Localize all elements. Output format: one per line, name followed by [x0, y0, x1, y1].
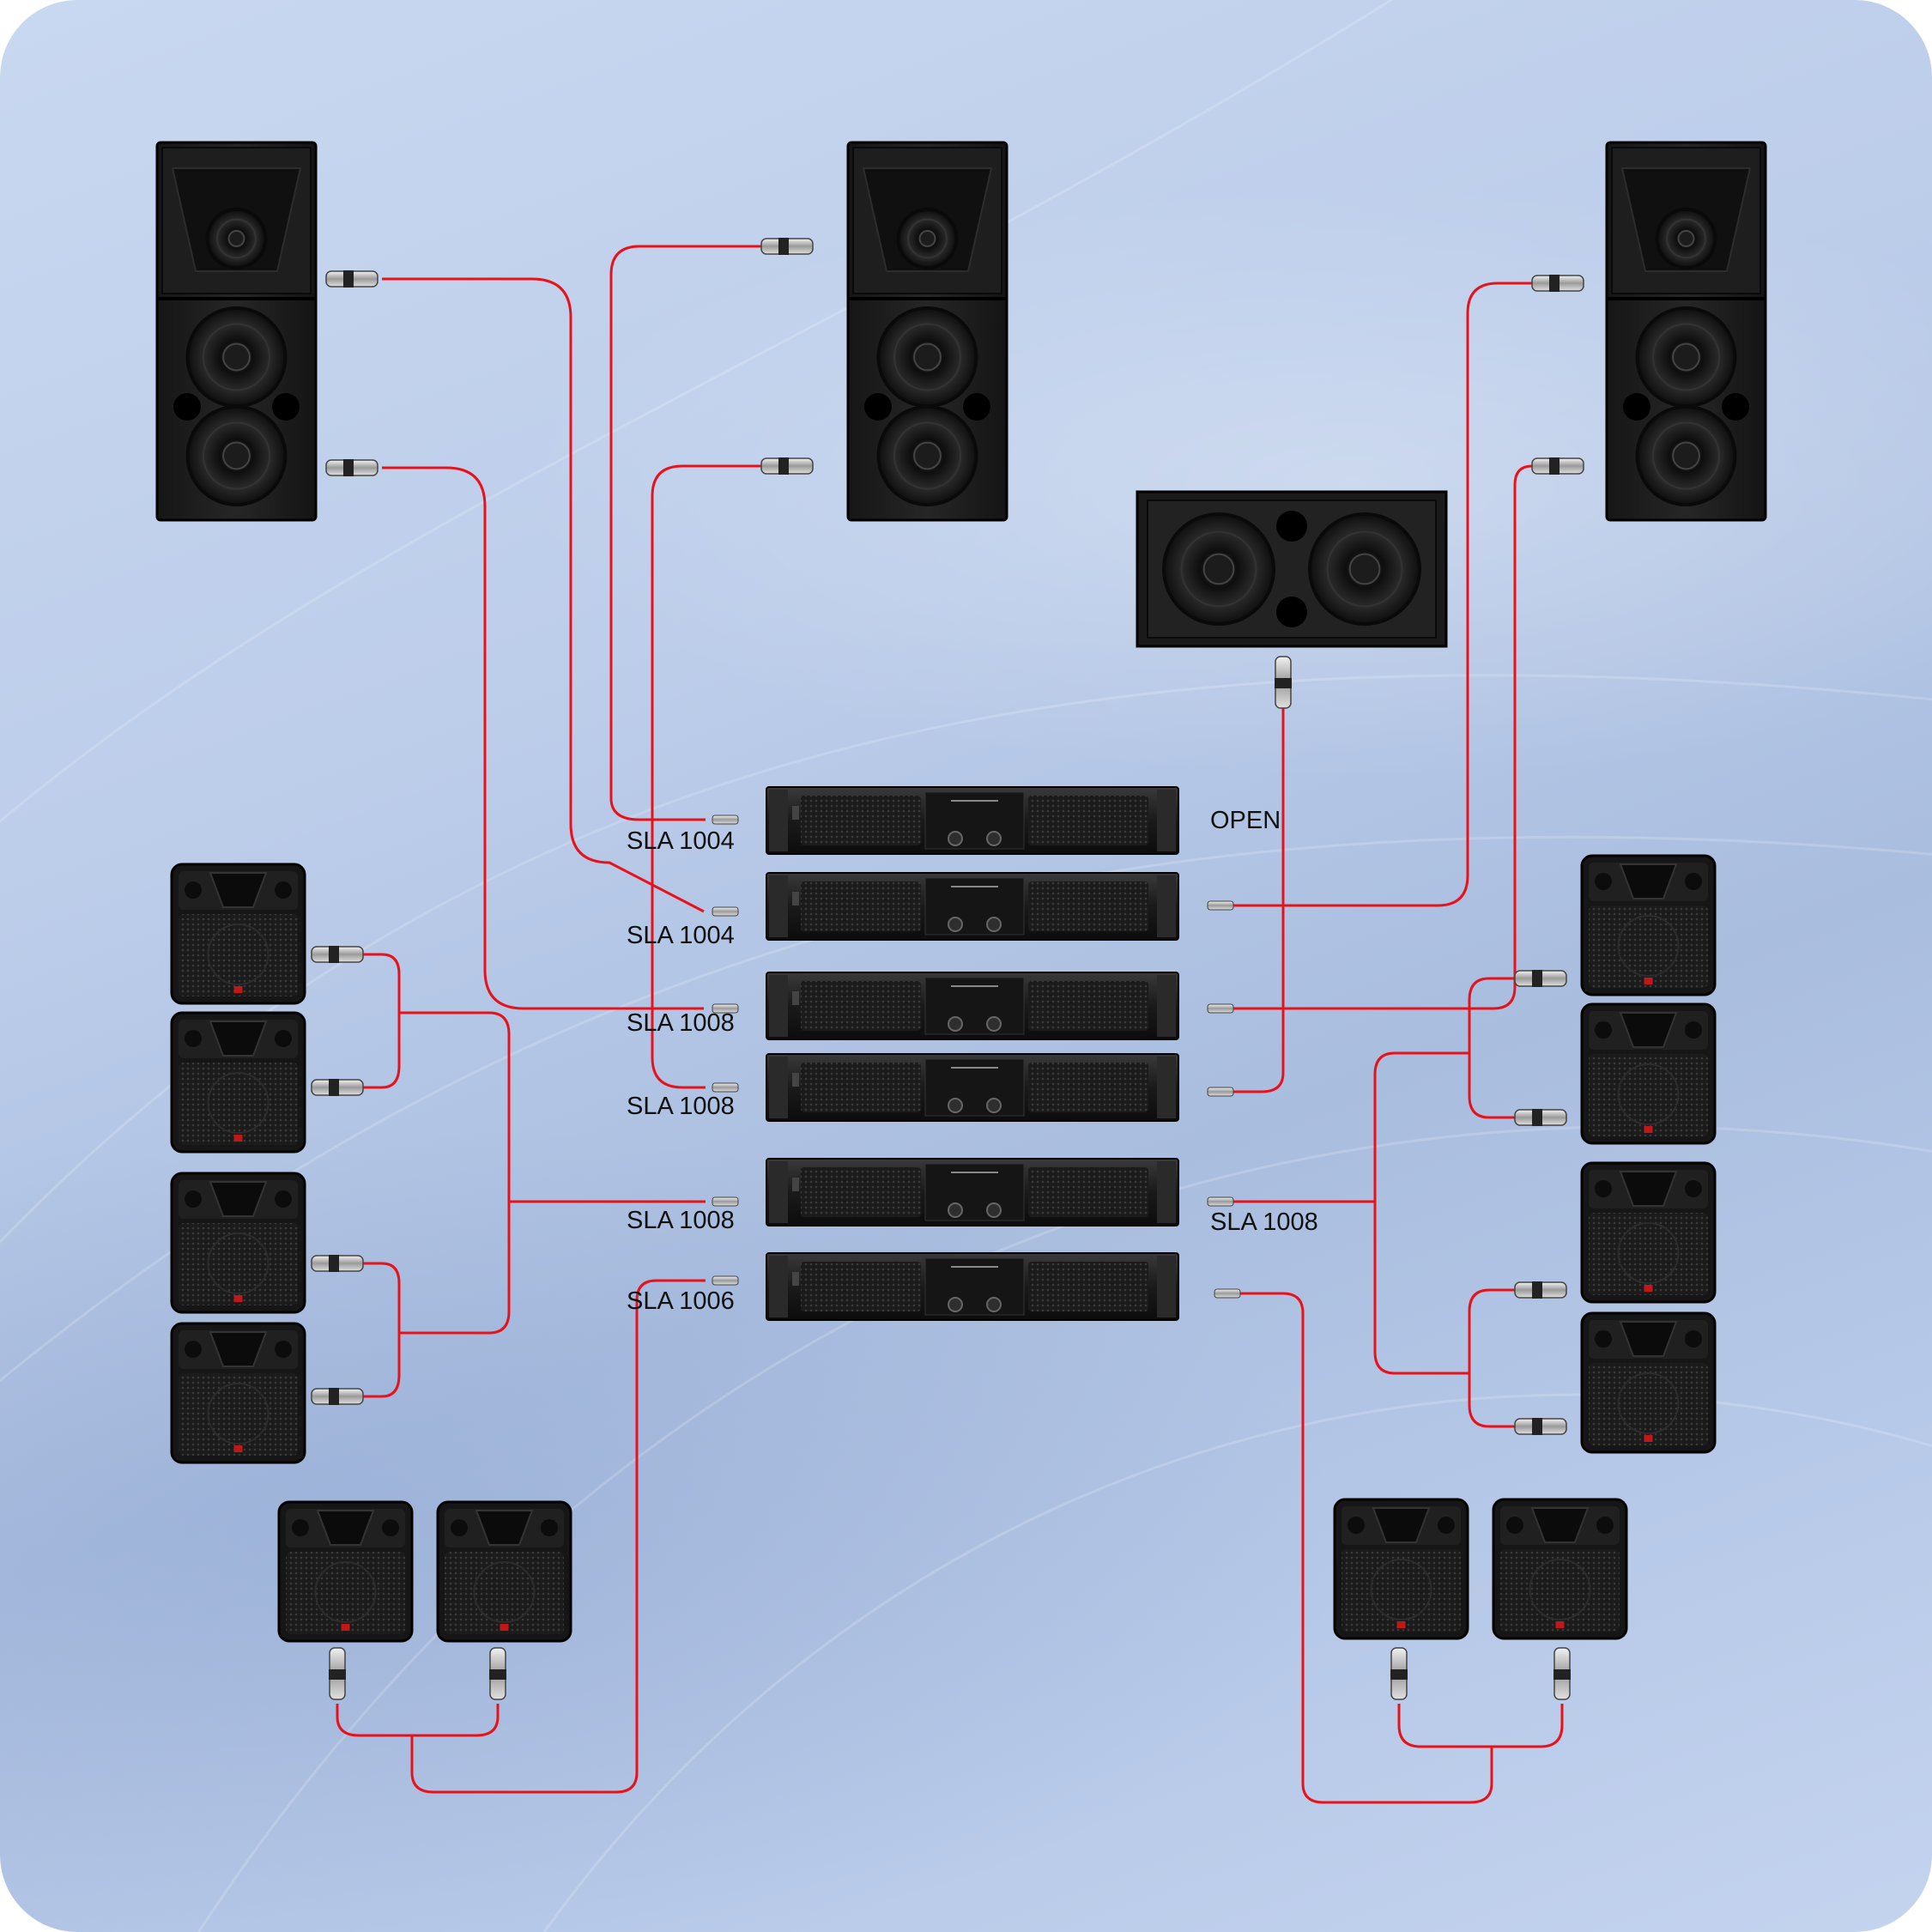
cable-main-center-high	[609, 245, 771, 821]
xlr-connector-icon	[712, 1082, 739, 1093]
amp-3-left-label: SLA 1008	[627, 1009, 735, 1037]
xlr-connector-icon	[1390, 1647, 1408, 1700]
monitor-right-3	[1580, 1161, 1717, 1304]
monitor-left-4	[170, 1322, 306, 1464]
cable-right-monitors-a	[1468, 977, 1536, 1119]
cable-main-center-low	[651, 464, 771, 1089]
amp-5-right-label: SLA 1008	[1210, 1208, 1318, 1236]
monitor-left-3	[170, 1172, 306, 1314]
xlr-connector-icon	[311, 1388, 364, 1405]
cable-main-right-low	[1232, 464, 1542, 1010]
cable-main-left-high	[382, 277, 705, 913]
main-speaker-right	[1605, 141, 1767, 522]
xlr-connector-icon	[329, 1647, 346, 1700]
xlr-connector-icon	[1207, 1003, 1234, 1014]
xlr-connector-icon	[489, 1647, 506, 1700]
xlr-connector-icon	[1207, 1196, 1234, 1207]
xlr-connector-icon	[311, 1079, 364, 1096]
amplifier-3	[766, 972, 1179, 1040]
cable-main-right-high	[1232, 282, 1542, 907]
xlr-connector-icon	[712, 906, 739, 917]
cable-subwoofer	[1232, 704, 1285, 1093]
amplifier-4	[766, 1053, 1179, 1122]
monitor-left-1	[170, 863, 306, 1005]
xlr-connector-icon	[1214, 1288, 1241, 1299]
cable-main-left-low	[382, 466, 704, 1010]
amp-1-right-label: OPEN	[1210, 807, 1281, 834]
xlr-connector-icon	[1275, 656, 1292, 709]
cable-left-monitors-b	[352, 1262, 401, 1398]
xlr-connector-icon	[1514, 970, 1567, 987]
monitor-bottom-left-2	[436, 1500, 572, 1643]
monitor-bottom-right-1	[1333, 1498, 1469, 1640]
xlr-connector-icon	[712, 1275, 739, 1286]
cable-left-monitors-trunk	[399, 1011, 706, 1335]
monitor-right-1	[1580, 854, 1717, 996]
xlr-connector-icon	[712, 1196, 739, 1207]
cable-left-monitors-a	[352, 953, 401, 1089]
monitor-right-4	[1580, 1311, 1717, 1454]
xlr-connector-icon	[311, 946, 364, 963]
monitor-bottom-left-1	[277, 1500, 414, 1643]
main-speaker-left	[155, 141, 318, 522]
cable-routing	[336, 245, 1564, 1804]
amp-4-left-label: SLA 1008	[627, 1093, 735, 1120]
cable-left-bottom-monitors	[336, 1279, 706, 1794]
xlr-connector-icon	[325, 459, 379, 476]
xlr-connector-icon	[1514, 1109, 1567, 1126]
monitor-left-2	[170, 1011, 306, 1154]
xlr-connector-icon	[311, 1255, 364, 1272]
cable-right-monitors-b	[1468, 1288, 1536, 1428]
xlr-connector-icon	[1207, 900, 1234, 911]
xlr-connector-icon	[712, 815, 739, 825]
amp-1-left-label: SLA 1004	[627, 827, 735, 855]
xlr-connector-icon	[325, 270, 379, 288]
xlr-connector-icon	[1514, 1418, 1567, 1435]
xlr-connector-icon	[1207, 1087, 1234, 1097]
cable-right-monitors-trunk	[1227, 1051, 1469, 1375]
xlr-connector-icon	[760, 238, 814, 255]
main-speaker-center	[846, 141, 1008, 522]
amp-6-left-label: SLA 1006	[627, 1287, 735, 1315]
monitor-bottom-right-2	[1492, 1498, 1628, 1640]
monitor-right-2	[1580, 1002, 1717, 1145]
xlr-connector-icon	[1531, 275, 1584, 292]
amp-5-left-label: SLA 1008	[627, 1207, 735, 1234]
subwoofer-speaker	[1136, 490, 1448, 648]
xlr-connector-icon	[1514, 1281, 1567, 1299]
amplifier-5	[766, 1158, 1179, 1226]
amplifier-6	[766, 1252, 1179, 1321]
cable-right-bottom-monitors	[1229, 1292, 1564, 1804]
amp-2-left-label: SLA 1004	[627, 922, 735, 949]
xlr-connector-icon	[1553, 1647, 1571, 1700]
amplifier-2	[766, 872, 1179, 941]
xlr-connector-icon	[760, 457, 814, 475]
amplifier-1	[766, 786, 1179, 855]
xlr-connector-icon	[712, 1003, 739, 1014]
xlr-connector-icon	[1531, 457, 1584, 475]
